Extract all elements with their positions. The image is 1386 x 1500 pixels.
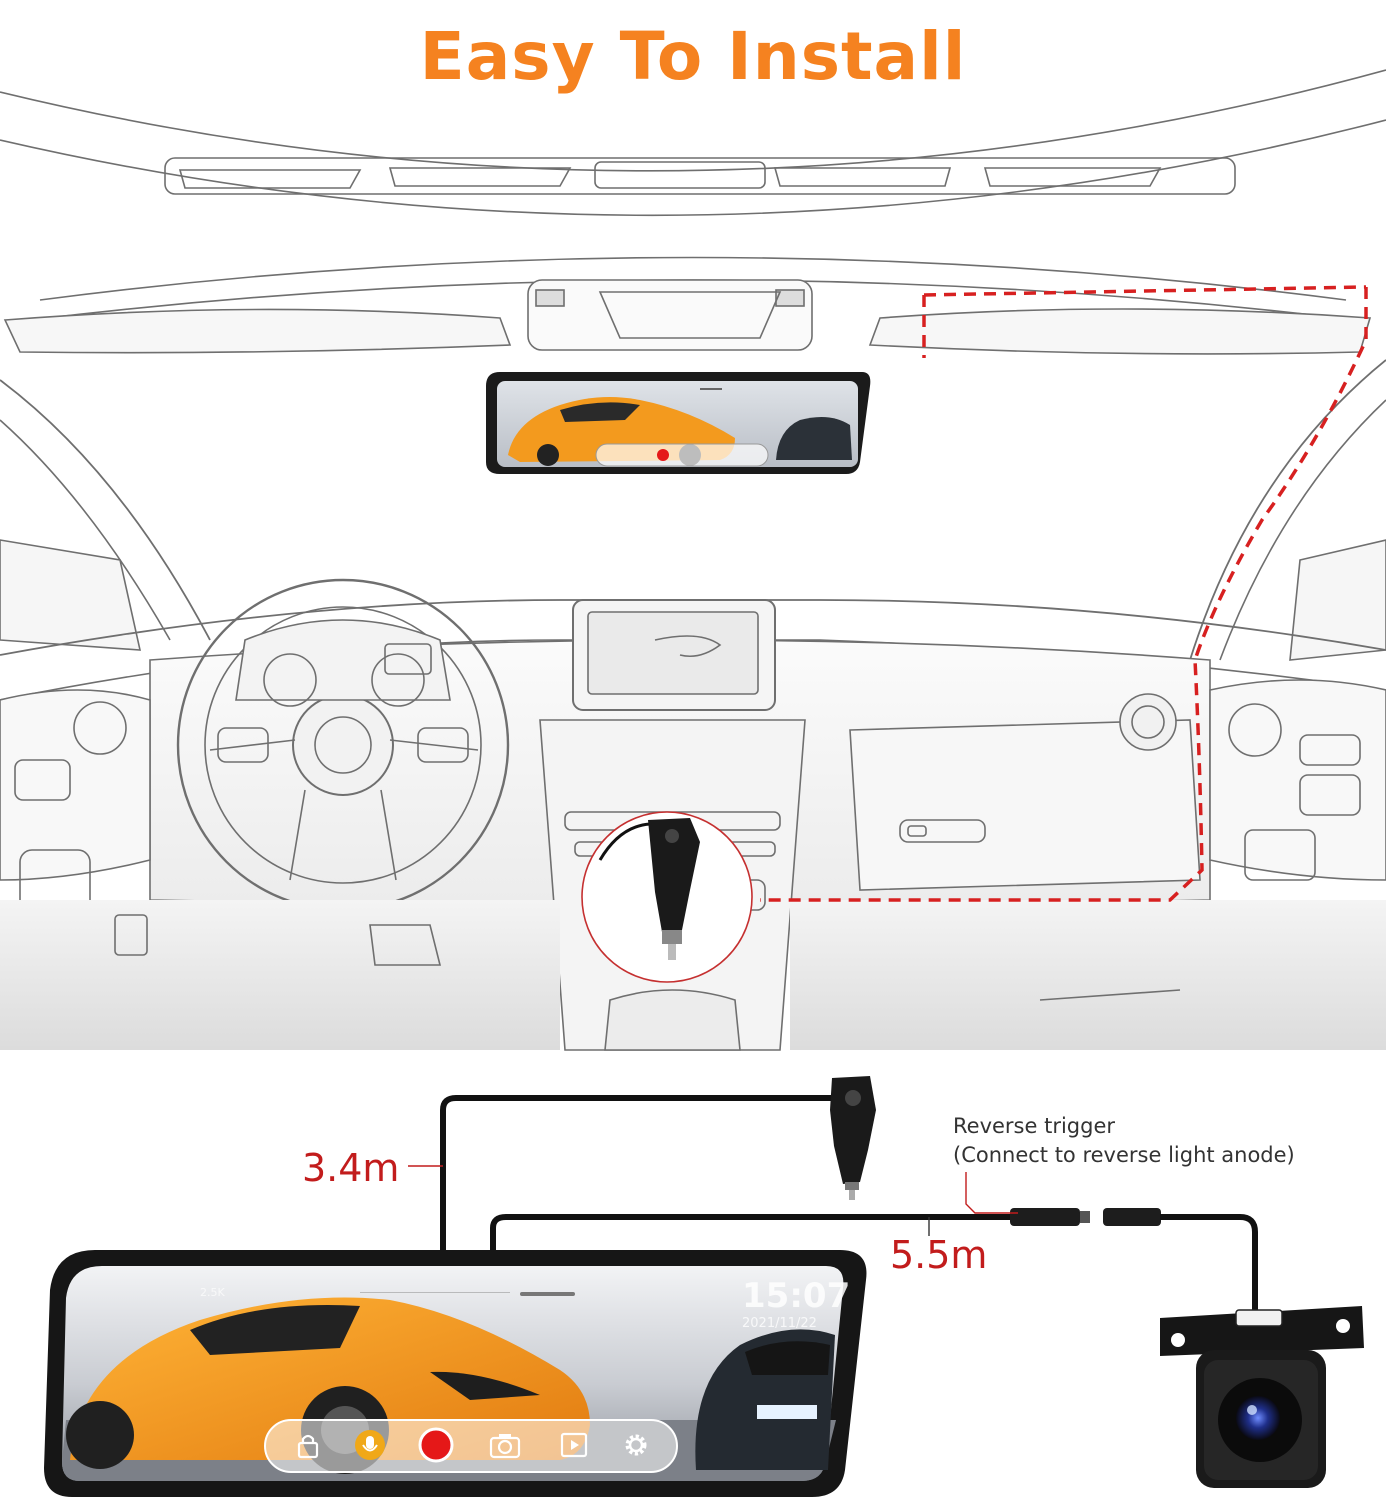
left-sun-visor <box>3 308 512 354</box>
cable-connector-female <box>1103 1208 1161 1226</box>
playback-button[interactable] <box>554 1425 594 1465</box>
microphone-icon <box>355 1430 385 1460</box>
record-button[interactable] <box>416 1425 456 1465</box>
car-interior-illustration <box>0 69 1386 1051</box>
installed-mirror <box>486 372 871 474</box>
mirror-clock: 15:07 <box>742 1276 851 1316</box>
record-icon <box>418 1427 454 1463</box>
snapshot-button[interactable] <box>485 1425 525 1465</box>
reverse-trigger-instruction: (Connect to reverse light anode) <box>953 1143 1295 1167</box>
reverse-trigger-title: Reverse trigger <box>953 1114 1116 1138</box>
reverse-trigger-note: Reverse trigger (Connect to reverse ligh… <box>953 1112 1295 1170</box>
page-title: Easy To Install <box>419 18 967 95</box>
rearview-mirror-dashcam: 2.5K <box>44 1250 867 1497</box>
sunroof-panel <box>164 157 1236 195</box>
car-charger-plug <box>830 1076 876 1200</box>
cable-route <box>760 285 1368 902</box>
glove-box-handle <box>899 819 986 843</box>
microphone-button[interactable] <box>350 1425 390 1465</box>
left-door <box>0 689 151 881</box>
charger-callout <box>581 811 753 983</box>
overhead-console <box>527 279 813 351</box>
rear-camera <box>1160 1306 1364 1488</box>
mirror-date: 2021/11/22 <box>742 1316 817 1331</box>
lock-button[interactable] <box>288 1425 328 1465</box>
play-icon <box>560 1432 588 1458</box>
cable-connector-male <box>1010 1208 1080 1226</box>
settings-button[interactable] <box>616 1425 656 1465</box>
glove-box <box>849 719 1201 891</box>
roof-line <box>0 69 1386 172</box>
gear-icon <box>625 1434 647 1456</box>
power-cable <box>440 1095 835 1252</box>
camera-icon <box>489 1434 521 1459</box>
power-cable-length: 3.4m <box>302 1146 400 1190</box>
svg-text:2.5K: 2.5K <box>200 1286 225 1299</box>
lock-icon <box>297 1434 319 1459</box>
rear-camera-cable <box>490 1214 1012 1252</box>
rear-cable-length: 5.5m <box>890 1233 988 1277</box>
